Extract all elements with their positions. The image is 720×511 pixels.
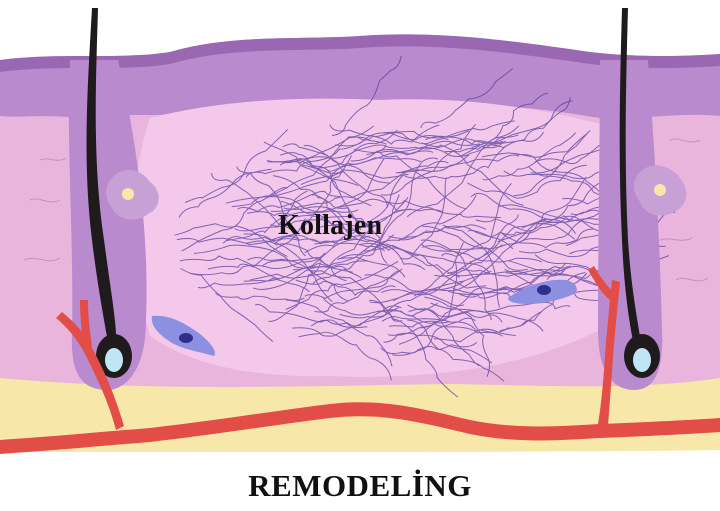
stage-caption: REMODELİNG — [0, 468, 720, 504]
collagen-label: Kollajen — [278, 210, 382, 242]
right-gland-core — [654, 184, 666, 196]
left-gland-core — [122, 188, 134, 200]
left-dermal-papilla — [105, 348, 123, 372]
right-dermal-papilla — [633, 348, 651, 372]
